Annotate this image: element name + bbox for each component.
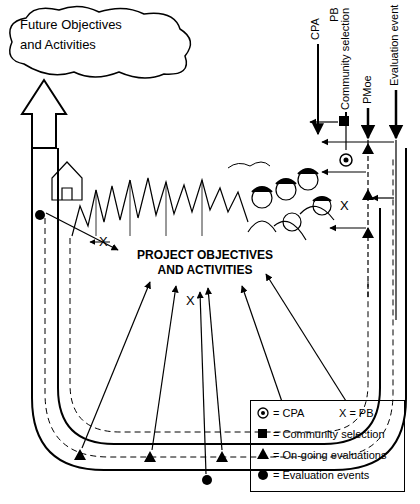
cpa-symbol	[258, 408, 268, 418]
evaluation-event-dot	[202, 475, 212, 485]
track-line	[345, 126, 346, 150]
track-line	[395, 140, 396, 320]
legend-text: = On-going evaluations	[273, 448, 386, 462]
flow-arrow	[22, 80, 66, 148]
node-text: Future Objectives and Activities	[20, 15, 124, 55]
pointer-arrow	[310, 121, 338, 122]
cloud-node: Future Objectives and Activities	[4, 4, 198, 80]
pointer-arrow	[330, 227, 366, 228]
pointer-arrow	[200, 292, 206, 474]
pointer-arrow	[372, 197, 394, 198]
pointer-arrow	[82, 282, 150, 448]
hut	[52, 162, 82, 200]
input-line	[345, 112, 347, 116]
input-label: PMoe	[362, 75, 373, 104]
track-line	[367, 140, 368, 300]
forest	[72, 178, 248, 236]
input-arrow	[317, 44, 319, 134]
input-label: Evaluation event	[389, 5, 400, 86]
evaluation-event-dot	[35, 210, 45, 220]
legend-text: X = PB	[339, 406, 374, 420]
outline-path	[32, 148, 406, 470]
community-selection-mark	[339, 116, 349, 126]
input-label: CPA	[310, 18, 321, 40]
pointer-arrow	[208, 288, 222, 450]
smoke	[228, 162, 270, 168]
input-arrow	[395, 90, 398, 138]
pb-mark: X	[340, 199, 349, 212]
pb-mark: X	[99, 235, 108, 248]
person-hair	[252, 169, 331, 201]
node-text: PROJECT OBJECTIVES AND ACTIVITIES	[125, 248, 285, 278]
cpa-mark	[340, 154, 352, 166]
project-loop: PROJECT OBJECTIVES AND ACTIVITIES	[30, 148, 408, 472]
dot-symbol	[258, 470, 268, 480]
input-label: PB	[329, 7, 340, 22]
legend-text: = CPA	[273, 406, 304, 420]
tree-trunks	[96, 180, 202, 236]
pointer-arrow	[152, 286, 176, 450]
input-label: Community selection	[340, 8, 351, 110]
pointer-arrow	[322, 171, 366, 172]
node-outline	[30, 148, 408, 472]
input-arrow	[367, 108, 370, 138]
pb-mark: X	[186, 294, 195, 307]
cpa-mark	[344, 158, 349, 163]
pointer-arrow	[46, 213, 118, 250]
track-dashes	[45, 158, 393, 457]
cpa-symbol	[261, 411, 265, 415]
community-selection-symbol	[258, 429, 267, 438]
legend-box: = CPAX = PB= Community selection= On-goi…	[250, 400, 405, 492]
pointer-arrow	[322, 141, 394, 142]
outline-path	[10, 6, 191, 78]
person-body	[248, 206, 334, 240]
